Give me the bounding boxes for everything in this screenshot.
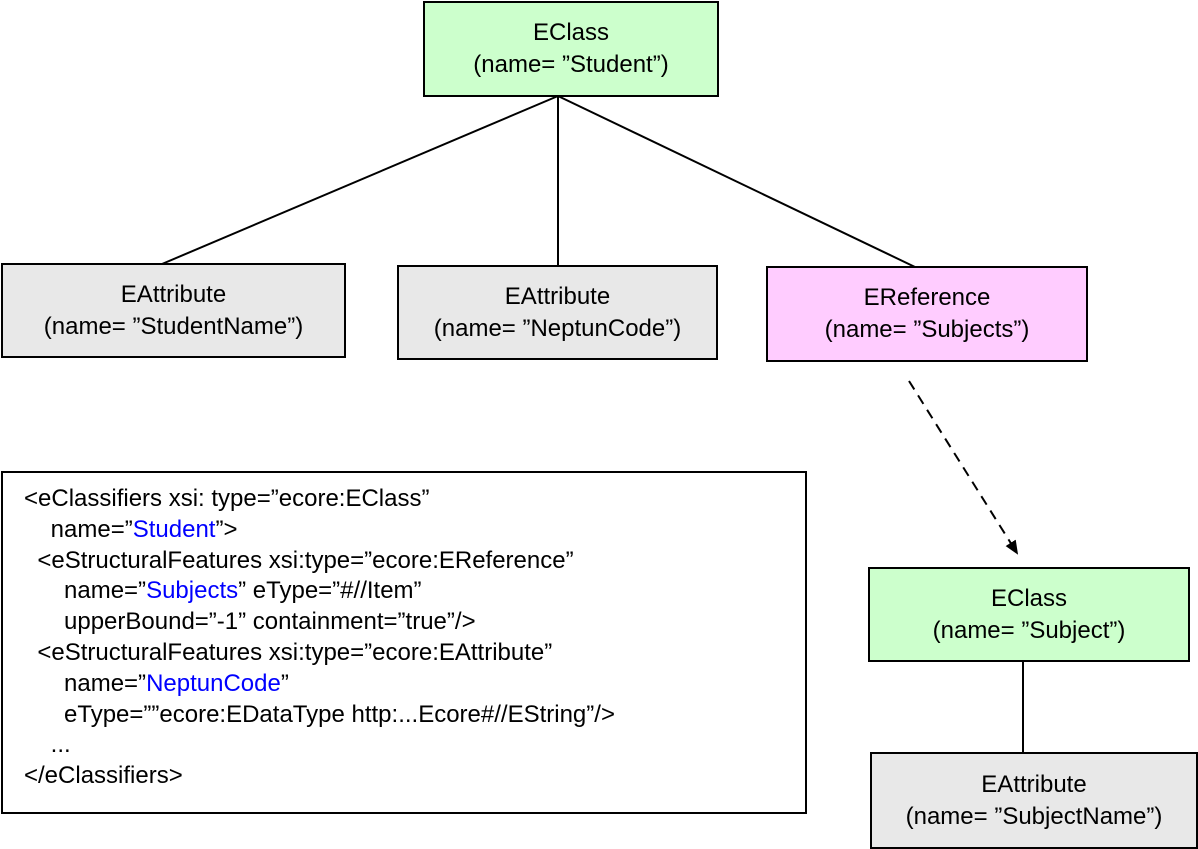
node-name-label: (name= ”NeptunCode”) [433,314,682,342]
node-type-label: EClass [532,19,610,46]
code-line: name=”NeptunCode” [3,669,805,700]
code-highlight: Student [132,515,216,543]
code-text: <eClassifiers xsi: type=”ecore:EClass” [24,485,430,512]
edge-subjects-to-subject-dashed-arrow [908,380,1019,555]
node-name-label: (name= ”Student”) [473,51,669,78]
node-name-label: (name= ”StudentName”) [43,312,304,340]
code-text: eType=””ecore:EDataType http:...Ecore#//… [24,700,615,728]
code-line: <eStructuralFeatures xsi:type=”ecore:ERe… [3,546,805,577]
subjectname-eattribute-node: EAttribute (name= ”SubjectName”) [870,752,1198,849]
code-text: name=” [24,577,147,605]
code-line: </eClassifiers> [3,761,805,792]
studentname-eattribute-node: EAttribute (name= ”StudentName”) [1,263,346,358]
code-line: name=”Student”> [3,515,805,546]
node-type-label: EAttribute [981,770,1087,798]
code-text: <eStructuralFeatures xsi:type=”ecore:EAt… [24,638,553,666]
node-type-label: EClass [990,584,1068,612]
code-text: ” eType=”#//Item” [238,577,422,605]
code-text: name=” [24,515,133,543]
code-text: upperBound=”-1” containment=”true”/> [24,608,476,636]
code-line: <eStructuralFeatures xsi:type=”ecore:EAt… [3,638,805,669]
subjects-ereference-node: EReference (name= ”Subjects”) [766,266,1088,362]
code-text: </eClassifiers> [24,762,183,790]
xmi-code-box: <eClassifiers xsi: type=”ecore:EClass” n… [1,471,807,814]
code-line: ... [3,730,805,761]
code-text: <eStructuralFeatures xsi:type=”ecore:ERe… [24,546,574,574]
code-highlight: Subjects [146,577,239,605]
node-type-label: EReference [863,284,991,311]
code-highlight: NeptunCode [146,669,281,697]
node-name-label: (name= ”SubjectName”) [905,802,1163,830]
code-text: ... [24,731,71,759]
node-name-label: (name= ”Subject”) [932,616,1126,644]
node-type-label: EAttribute [120,280,227,308]
code-text: ”> [215,515,238,543]
student-eclass-node: EClass (name= ”Student”) [423,1,719,97]
subject-eclass-node: EClass (name= ”Subject”) [868,567,1190,662]
code-text: name=” [24,669,147,697]
code-text: ” [280,669,289,697]
code-line: <eClassifiers xsi: type=”ecore:EClass” [3,484,805,515]
node-name-label: (name= ”Subjects”) [824,316,1030,343]
edge-student-to-subjects [557,95,916,268]
node-type-label: EAttribute [504,282,611,310]
edge-student-to-studentname [161,95,559,265]
code-line: eType=””ecore:EDataType http:...Ecore#//… [3,700,805,731]
code-line: name=”Subjects” eType=”#//Item” [3,576,805,607]
neptuncode-eattribute-node: EAttribute (name= ”NeptunCode”) [397,265,718,360]
code-line: upperBound=”-1” containment=”true”/> [3,607,805,638]
